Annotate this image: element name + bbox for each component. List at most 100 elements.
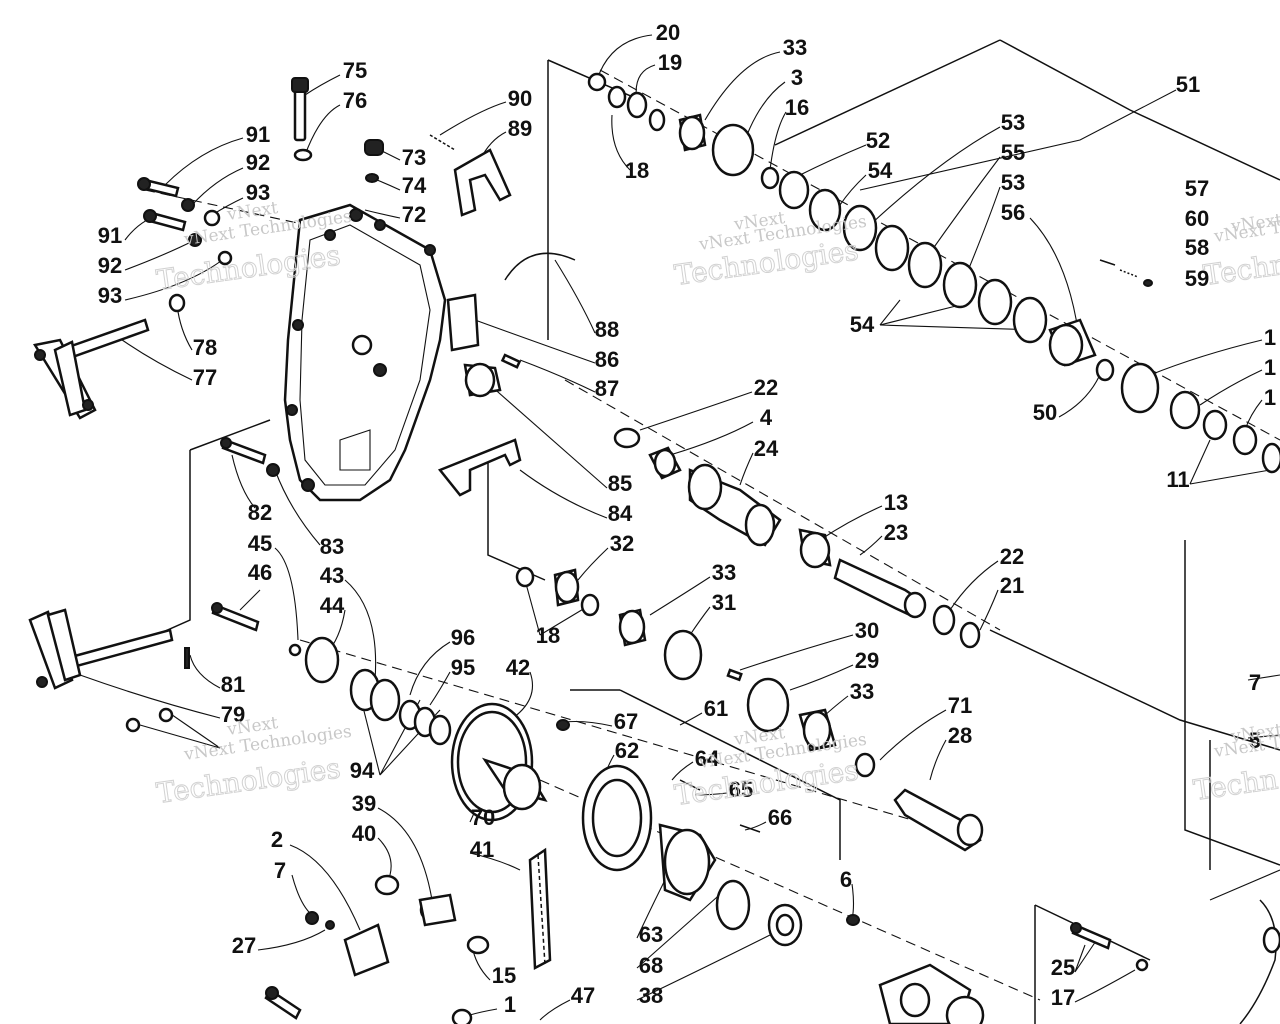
callout-67: 67	[614, 709, 638, 734]
callout-64: 64	[695, 746, 720, 771]
callout-27: 27	[232, 933, 256, 958]
callout-83: 83	[320, 534, 344, 559]
callout-95: 95	[451, 655, 475, 680]
callout-45: 45	[248, 531, 272, 556]
callout-81: 81	[221, 672, 245, 697]
callout-73: 73	[402, 145, 426, 170]
callout-91: 91	[246, 122, 270, 147]
callout-52: 52	[866, 128, 890, 153]
callout-87: 87	[595, 376, 619, 401]
housing-bolts	[137, 77, 456, 313]
callout-41: 41	[470, 837, 494, 862]
callout-68: 68	[639, 953, 663, 978]
callout-74: 74	[402, 173, 427, 198]
callout-23: 23	[884, 520, 908, 545]
callout-66: 66	[768, 805, 792, 830]
callout-93: 93	[246, 180, 270, 205]
callout-65: 65	[729, 777, 753, 802]
callout-75: 75	[343, 58, 367, 83]
upper-shaft-group	[587, 72, 1280, 474]
callout-1: 1	[1264, 325, 1276, 350]
callout-33: 33	[712, 560, 736, 585]
bottom-bracket	[264, 874, 1149, 1024]
callout-33: 33	[783, 35, 807, 60]
callout-91: 91	[98, 223, 122, 248]
callout-38: 38	[639, 983, 663, 1008]
callout-33: 33	[850, 679, 874, 704]
callout-32: 32	[610, 531, 634, 556]
callout-94: 94	[350, 758, 375, 783]
callout-22: 22	[754, 375, 778, 400]
callout-78: 78	[193, 335, 217, 360]
callout-39: 39	[352, 791, 376, 816]
callout-60: 60	[1185, 206, 1209, 231]
callout-22: 22	[1000, 544, 1024, 569]
callout-21: 21	[1000, 573, 1024, 598]
callout-47: 47	[571, 983, 595, 1008]
callout-56: 56	[1001, 200, 1025, 225]
callout-57: 57	[1185, 176, 1209, 201]
callout-numbers: 2019333161851525453555356576058595450117…	[98, 20, 1276, 1017]
callout-84: 84	[608, 501, 633, 526]
callout-61: 61	[704, 696, 728, 721]
callout-1: 1	[1264, 355, 1276, 380]
callout-44: 44	[320, 593, 345, 618]
callout-89: 89	[508, 116, 532, 141]
watermark-text: Technologies	[154, 751, 342, 809]
callout-79: 79	[221, 702, 245, 727]
callout-1: 1	[504, 992, 516, 1017]
callout-15: 15	[492, 963, 516, 988]
callout-59: 59	[1185, 266, 1209, 291]
callout-18: 18	[625, 158, 649, 183]
middle-shaft-group	[613, 427, 981, 649]
callout-3: 3	[791, 65, 803, 90]
callout-71: 71	[948, 693, 972, 718]
callout-40: 40	[352, 821, 376, 846]
callout-55: 55	[1001, 140, 1025, 165]
callout-43: 43	[320, 563, 344, 588]
callout-28: 28	[948, 723, 972, 748]
callout-82: 82	[248, 500, 272, 525]
callout-7: 7	[1249, 670, 1261, 695]
callout-86: 86	[595, 347, 619, 372]
callout-2: 2	[271, 827, 283, 852]
callout-54: 54	[850, 312, 875, 337]
callout-30: 30	[855, 618, 879, 643]
callout-42: 42	[506, 655, 530, 680]
callout-96: 96	[451, 625, 475, 650]
callout-88: 88	[595, 317, 619, 342]
callout-85: 85	[608, 471, 632, 496]
callout-72: 72	[402, 202, 426, 227]
callout-19: 19	[658, 50, 682, 75]
watermark-text: Techn	[1191, 762, 1280, 806]
callout-62: 62	[615, 738, 639, 763]
callout-53: 53	[1001, 110, 1025, 135]
callout-16: 16	[785, 95, 809, 120]
callout-25: 25	[1051, 955, 1075, 980]
callout-58: 58	[1185, 235, 1209, 260]
shift-lever-upper	[32, 318, 150, 420]
callout-1: 1	[1264, 385, 1276, 410]
callout-63: 63	[639, 922, 663, 947]
callout-92: 92	[98, 253, 122, 278]
callout-11: 11	[1166, 467, 1189, 492]
callout-31: 31	[712, 590, 736, 615]
gearcase-housing	[283, 203, 447, 502]
callout-92: 92	[246, 150, 270, 175]
callout-90: 90	[508, 86, 532, 111]
shift-fork-upper	[446, 148, 576, 369]
callout-93: 93	[98, 283, 122, 308]
callout-77: 77	[193, 365, 217, 390]
lower-bolts	[211, 437, 302, 657]
callout-50: 50	[1033, 400, 1057, 425]
callout-7: 7	[274, 858, 286, 883]
callout-17: 17	[1051, 985, 1075, 1010]
right-edge-assembly	[1209, 740, 1280, 1024]
sprocket-chain-group	[528, 764, 860, 971]
callout-13: 13	[884, 490, 908, 515]
callout-54: 54	[868, 158, 893, 183]
callout-18: 18	[536, 623, 560, 648]
callout-53: 53	[1001, 170, 1025, 195]
callout-70: 70	[471, 805, 495, 830]
